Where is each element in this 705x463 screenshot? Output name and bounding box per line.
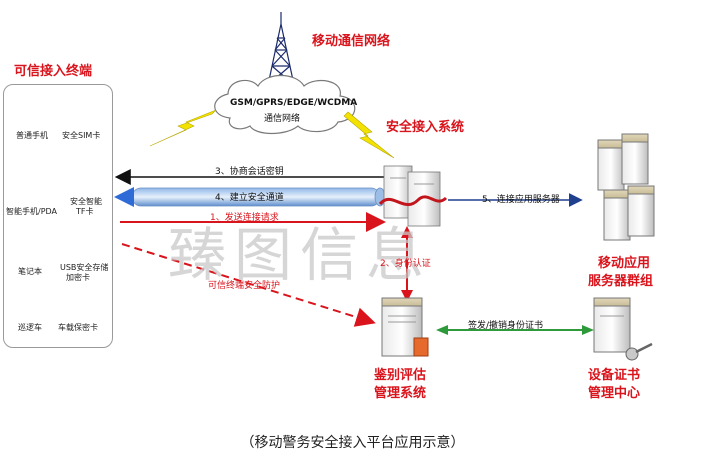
terminal-panel <box>3 84 113 348</box>
label-step5: 5、连接应用服务器 <box>482 195 560 205</box>
label-step2: 2、身份认证 <box>380 259 431 269</box>
device-label-usb1: USB安全存储 <box>60 263 109 272</box>
cloud-line2: 通信网络 <box>264 114 301 124</box>
label-protection: 可信终端安全防护 <box>208 281 281 291</box>
device-label-sim: 安全SIM卡 <box>62 131 101 140</box>
lightning-right-icon <box>343 111 395 159</box>
trusted-terminal-title: 可信接入终端 <box>14 64 93 79</box>
secure-access-title: 安全接入系统 <box>386 120 465 135</box>
device-label-phone: 普通手机 <box>16 131 48 140</box>
cert-center-title-line2: 管理中心 <box>588 386 641 401</box>
device-label-tf2: TF卡 <box>76 207 94 216</box>
lightning-left-icon <box>149 109 217 147</box>
app-server-title-line2: 服务器群组 <box>588 274 654 289</box>
device-label-pda: 智能手机/PDA <box>6 207 58 216</box>
device-label-vehicle-card: 车载保密卡 <box>58 323 98 332</box>
arrow-step2 <box>401 226 413 302</box>
secure-gateway-servers-icon <box>378 165 448 227</box>
device-label-car: 巡逻车 <box>18 323 42 332</box>
device-label-laptop: 笔记本 <box>18 267 42 276</box>
figure-caption: （移动警务安全接入平台应用示意） <box>240 435 465 451</box>
cell-tower-icon <box>267 12 295 86</box>
app-server-group-icon <box>597 133 655 241</box>
arrow-cert-ops <box>436 325 594 335</box>
auth-eval-title-line1: 鉴别评估 <box>374 368 427 383</box>
device-label-tf1: 安全智能 <box>70 197 102 206</box>
cert-center-server-icon <box>593 297 653 361</box>
device-label-usb2: 加密卡 <box>66 273 90 282</box>
mobile-network-title: 移动通信网络 <box>312 34 391 49</box>
auth-eval-server-icon <box>381 297 429 357</box>
label-cert-ops: 签发/撤销身份证书 <box>468 321 544 331</box>
label-step4: 4、建立安全通道 <box>215 193 284 203</box>
label-step1: 1、发送连接请求 <box>210 213 279 223</box>
cert-center-title-line1: 设备证书 <box>588 368 641 383</box>
watermark: 臻图信息 <box>168 221 433 289</box>
network-cloud-icon <box>214 74 356 135</box>
label-step3: 3、协商会话密钥 <box>215 167 284 177</box>
cloud-line1: GSM/GPRS/EDGE/WCDMA <box>230 98 358 108</box>
arrow-protection <box>121 243 376 327</box>
auth-eval-title-line2: 管理系统 <box>374 386 427 401</box>
app-server-title-line1: 移动应用 <box>598 256 651 271</box>
